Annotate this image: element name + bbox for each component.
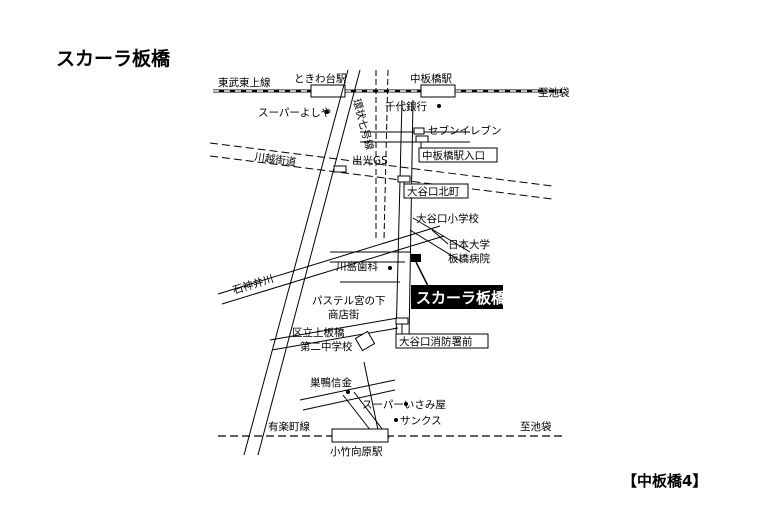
- kanpachi-road-label: 環状七号線: [350, 97, 376, 152]
- kotakemukaihara-station-label: 小竹向原駅: [330, 445, 383, 458]
- nakaitabashi-iriguchi-box: [418, 147, 498, 163]
- school-building-icon: [354, 330, 376, 352]
- pastel-label-1: パステル宮の下: [312, 294, 386, 307]
- target-label-box: [411, 285, 503, 309]
- oyaguchi-school-label: 大谷口小学校: [416, 212, 479, 225]
- shakujii-river-label: 石神井川: [231, 272, 275, 297]
- super-isamiya-label: スーパーいさみ屋: [362, 399, 446, 411]
- tokiwadai-station-marker: [310, 84, 346, 98]
- chiyoda-bank-label: 千代銀行: [385, 100, 427, 113]
- page-title: スカーラ板橋: [56, 48, 171, 70]
- nakaitabashi-station-marker: [420, 84, 456, 98]
- bottom-line-label: 有楽町線: [268, 420, 310, 433]
- school-label-2: 第二中学校: [300, 340, 353, 353]
- kotakemukaihara-station-marker: [331, 428, 389, 443]
- kawashima-dental-label: 川島歯科: [336, 260, 378, 273]
- idemitsu-label: 出光GS: [352, 154, 388, 167]
- bus-stop-icon: [395, 317, 409, 325]
- sugamo-shinkin-label: 巣鴨信金: [310, 376, 352, 389]
- nakaitabashi-iriguchi-label: 中板橋駅入口: [422, 149, 485, 162]
- target-building-marker: [411, 254, 421, 262]
- nihon-univ-label-1: 日本大学: [448, 238, 490, 251]
- target-label: スカーラ板橋: [416, 289, 507, 307]
- kawagoe-road-label: 川越街道: [254, 150, 298, 169]
- super-yoshiya-dot: [325, 110, 329, 114]
- super-isamiya-dot: [404, 402, 408, 406]
- seven-eleven-label: セブンイレブン: [428, 124, 502, 137]
- sunkus-label: サンクス: [400, 415, 442, 427]
- bus-stop-icon: [397, 175, 411, 183]
- nihon-univ-label-2: 板橋病院: [448, 252, 490, 265]
- kawashima-dental-dot: [388, 266, 392, 270]
- seven-eleven-icon: [413, 127, 425, 135]
- tokiwadai-station-label: ときわ台駅: [294, 72, 347, 85]
- super-yoshiya-label: スーパーよしや: [258, 107, 331, 119]
- oyaguchi-fire-box: [395, 333, 489, 349]
- bus-stop-icon: [333, 165, 347, 173]
- oyaguchi-kitamachi-box: [403, 183, 469, 199]
- chiyoda-bank-dot: [437, 104, 441, 108]
- top-line-label: 東武東上線: [218, 76, 271, 89]
- bottom-direction-label: 至池袋: [520, 420, 552, 433]
- road-network: [209, 69, 553, 456]
- nihon-univ-leader: [431, 229, 449, 245]
- top-direction-label: 至池袋: [538, 86, 570, 99]
- oyaguchi-kitamachi-label: 大谷口北町: [407, 185, 460, 198]
- nakaitabashi-station-label: 中板橋駅: [410, 72, 452, 85]
- target-pointer: [415, 261, 429, 287]
- oyaguchi-fire-label: 大谷口消防署前: [399, 335, 473, 348]
- bus-stop-icon: [415, 135, 429, 143]
- pastel-label-2: 商店街: [328, 308, 360, 321]
- sugamo-shinkin-dot: [346, 390, 350, 394]
- sunkus-dot: [394, 418, 398, 422]
- area-code-label: 【中板橋4】: [622, 472, 708, 490]
- school-label-1: 区立上板橋: [292, 326, 345, 339]
